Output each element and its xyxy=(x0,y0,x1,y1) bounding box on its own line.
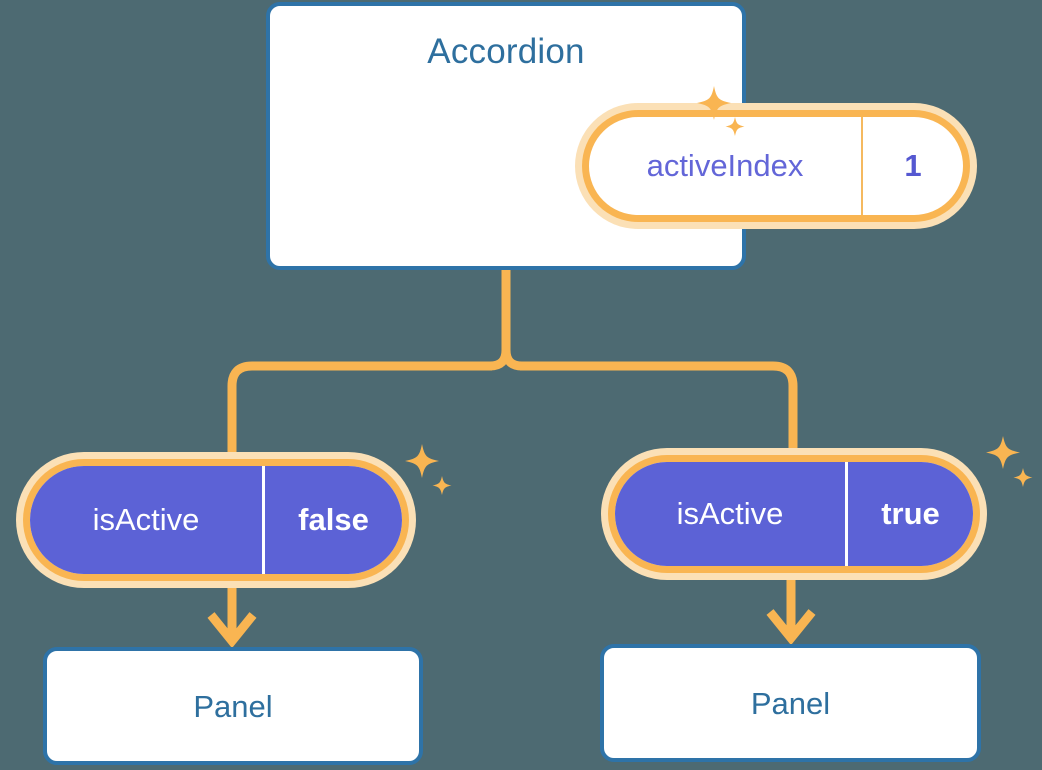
connector-branch-left xyxy=(227,361,492,462)
component-card-accordion[interactable]: Accordion activeIndex 1 xyxy=(266,2,977,270)
state-key-label: isActive xyxy=(615,462,845,566)
component-title: Accordion xyxy=(427,32,585,71)
connector-branch-right xyxy=(520,361,798,458)
component-title: Panel xyxy=(193,688,273,724)
connector-arrow-right-head xyxy=(766,609,816,646)
state-key-label: isActive xyxy=(30,466,262,574)
state-value-label: false xyxy=(262,466,402,574)
connector-junction-right xyxy=(501,349,523,371)
state-pill-isactive-false[interactable]: isActive false xyxy=(16,452,416,588)
state-value-label: true xyxy=(845,462,973,566)
sparkle-icon xyxy=(986,436,1033,487)
pill-body: activeIndex 1 xyxy=(589,117,963,215)
state-pill-isactive-true[interactable]: isActive true xyxy=(601,448,987,580)
state-key-label: activeIndex xyxy=(646,148,804,183)
connector-arrow-left-head xyxy=(207,612,257,649)
state-value-label: 1 xyxy=(861,117,963,215)
component-card-panel-left[interactable]: Panel xyxy=(43,647,423,765)
connector-junction-left xyxy=(489,349,511,371)
pill-body: isActive false xyxy=(30,466,402,574)
state-pill-activeindex[interactable]: activeIndex 1 xyxy=(575,103,977,229)
component-card-panel-right[interactable]: Panel xyxy=(600,644,981,762)
component-title: Panel xyxy=(750,685,831,721)
pill-body: isActive true xyxy=(615,462,973,566)
